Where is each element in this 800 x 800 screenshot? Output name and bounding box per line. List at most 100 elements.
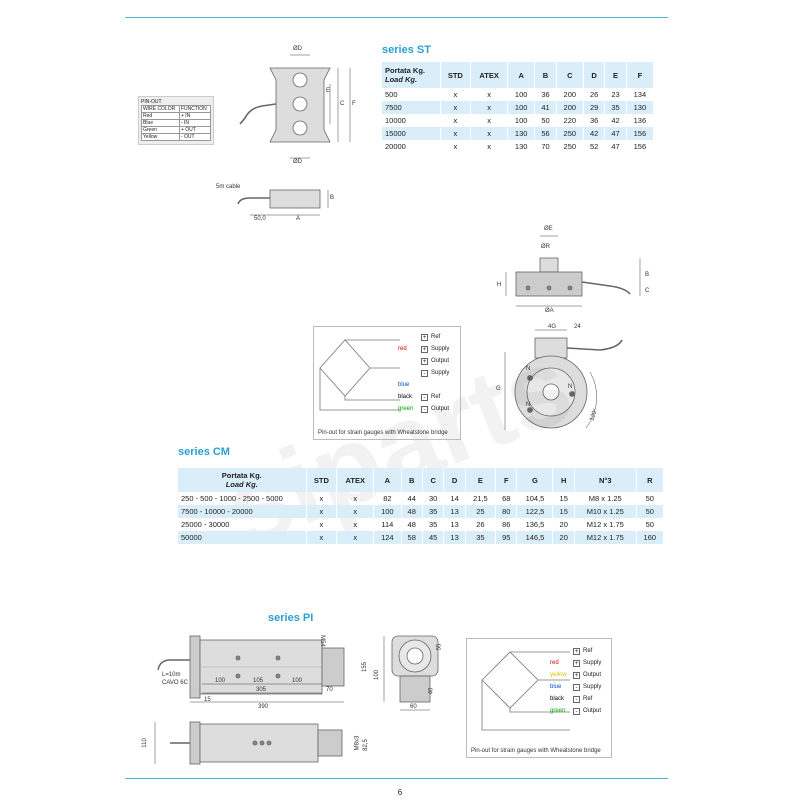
table-cell: 45 (422, 531, 445, 544)
table-cell: 20 (552, 518, 575, 531)
pi-dim-100c: 100 (374, 669, 381, 681)
cm-header: F (495, 468, 518, 492)
table-cell: 15 (552, 505, 575, 518)
table-cell: x (336, 531, 375, 544)
cm-wiring-diagram: Pin-out for strain gauges with Wheatston… (313, 326, 461, 440)
table-cell: 44 (401, 492, 423, 505)
table-cell: 68 (495, 492, 518, 505)
table-cell: 134 (626, 88, 655, 101)
cm-header: A (373, 468, 402, 492)
table-cell: 26 (465, 518, 497, 531)
wire-color-label: blue (550, 684, 562, 690)
table-cell: x (440, 101, 472, 114)
table-cell: 42 (604, 114, 627, 127)
table-cell: 100 (507, 101, 536, 114)
table-cell: 130 (626, 101, 655, 114)
wire-sign-box: + (573, 648, 580, 655)
table-cell: x (470, 127, 509, 140)
table-cell: 122,5 (516, 505, 554, 518)
page-number: 6 (397, 788, 403, 797)
cm-dim-a: ØA (545, 308, 554, 314)
st-cable-label: 5m cable (216, 184, 241, 190)
table-cell: 13 (443, 505, 466, 518)
table-cell: 70 (534, 140, 557, 153)
cm-side-view-drawing (505, 235, 641, 307)
pi-wiring-caption: Pin-out for strain gauges with Wheatston… (471, 748, 601, 754)
pi-dim-40: 40 (428, 687, 435, 695)
table-cell: x (470, 114, 509, 127)
wire-function-label: Supply (583, 660, 602, 666)
wire-color-label: green (398, 406, 414, 412)
table-cell: 29 (583, 101, 606, 114)
table-cell: 136,5 (516, 518, 554, 531)
pinout-title: PIN-OUT (141, 99, 162, 105)
cm-dim-g: G (496, 386, 501, 392)
cm-bridge-schematic (319, 339, 400, 411)
pi-side-view-drawing (383, 635, 439, 711)
pi-cable-label-2: CAVO 6C (162, 680, 188, 686)
pi-dim-100a: 100 (215, 678, 226, 684)
cm-top-view-drawing (504, 329, 623, 430)
cm-dim-4g: 4G (548, 324, 557, 330)
table-cell: 200 (556, 88, 584, 101)
table-cell: 36 (534, 88, 557, 101)
pi-cable-label-1: L=10m (162, 672, 181, 678)
cm-dim-n2: N (568, 384, 573, 390)
st-dim-c: C (340, 101, 345, 107)
cm-dim-24: 24 (574, 324, 581, 330)
table-cell: x (306, 518, 338, 531)
pi-front-view-drawing (157, 635, 345, 703)
table-cell: x (470, 101, 509, 114)
table-cell: 250 (556, 140, 584, 153)
pi-dim-60: 60 (410, 704, 417, 710)
wire-color-label: black (550, 696, 565, 702)
pi-dim-m54: M54 (318, 635, 325, 647)
pi-dim-105: 105 (253, 678, 264, 684)
wire-function-label: Output (583, 708, 602, 714)
st-dim-d-bottom: ØD (293, 159, 302, 165)
wire-sign-box: + (421, 334, 428, 341)
series-cm-title: series CM (178, 446, 230, 458)
wire-color-label: blue (398, 382, 410, 388)
top-rule (125, 17, 668, 18)
table-cell: M12 x 1.75 (574, 518, 637, 531)
table-cell: 30 (422, 492, 445, 505)
cm-dim-r: ØR (541, 244, 550, 250)
table-cell: 35 (465, 531, 497, 544)
table-cell: 130 (507, 127, 536, 140)
table-cell: 250 - 500 - 1000 - 2500 - 5000 (178, 492, 307, 505)
st-header: ATEX (470, 62, 509, 88)
cm-header: C (422, 468, 445, 492)
st-header-load-l2: Load Kg. (385, 75, 418, 84)
cm-header: ATEX (336, 468, 375, 492)
wire-color-label: green (550, 708, 566, 714)
bottom-rule (125, 778, 668, 779)
table-cell: 50 (636, 518, 665, 531)
table-cell: 86 (495, 518, 518, 531)
wire-color-label: black (398, 394, 413, 400)
wire-sign-box: + (421, 358, 428, 365)
cm-dim-c: C (645, 288, 650, 294)
st-header-load-l1: Portata Kg. (385, 66, 426, 75)
wire-sign-box: - (573, 684, 580, 691)
wire-sign-box: + (421, 346, 428, 353)
table-cell: 500 (382, 88, 441, 101)
series-st-title: series ST (382, 44, 431, 56)
cm-dim-b: B (645, 272, 650, 278)
pinout-row: Yellow- OUT (141, 133, 212, 141)
table-cell: 20 (552, 531, 575, 544)
table-cell: 130 (507, 140, 536, 153)
cm-dim-h: H (497, 282, 502, 288)
table-cell: x (440, 127, 472, 140)
table-cell: x (440, 88, 472, 101)
wire-color-label: red (398, 346, 407, 352)
wire-function-label: Supply (431, 370, 450, 376)
table-cell: M10 x 1.25 (574, 505, 637, 518)
wire-sign-box: - (421, 370, 428, 377)
cm-header: H (552, 468, 575, 492)
